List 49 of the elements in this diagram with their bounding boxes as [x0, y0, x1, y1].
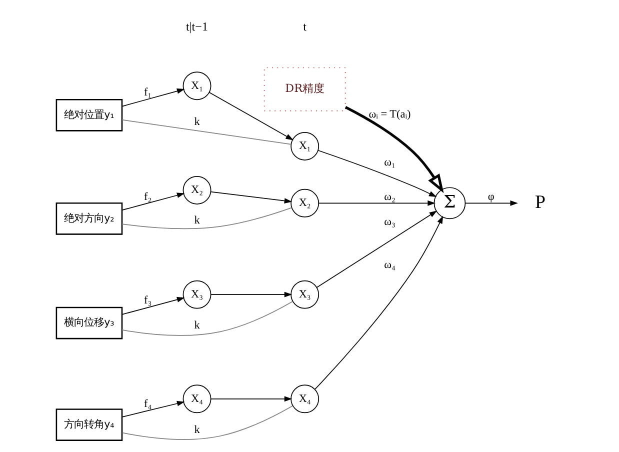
node-circle: X₂ — [182, 176, 211, 204]
edge-label: f₃ — [144, 294, 152, 307]
node-text: P — [534, 192, 546, 213]
node-box: DR精度 — [263, 67, 346, 112]
edge-label: k — [194, 424, 200, 436]
arrow — [121, 400, 184, 418]
node-circle: Σ — [433, 187, 466, 220]
node-circle: X₃ — [182, 280, 211, 309]
arrow — [121, 297, 184, 315]
edge-label: φ — [487, 191, 494, 204]
arrow — [210, 292, 292, 298]
label: t — [302, 19, 306, 34]
arrow — [316, 210, 437, 288]
edge-label: ω₂ — [384, 191, 395, 204]
connector — [121, 301, 292, 336]
arrow — [314, 216, 443, 390]
edge-label: ωᵢ = T(aᵢ) — [368, 108, 410, 120]
node-circle: X₁ — [290, 132, 319, 160]
label: t|t−1 — [186, 19, 208, 34]
edge-label: k — [194, 214, 200, 226]
node-box: 绝对方向y₂ — [55, 202, 122, 235]
node-box: 方向转角y₄ — [55, 408, 122, 441]
node-circle: X₁ — [182, 72, 211, 100]
node-circle: X₄ — [182, 384, 211, 414]
edge-label: ω₃ — [384, 216, 395, 228]
node-circle: X₃ — [290, 280, 319, 309]
node-box: 横向位移y₃ — [55, 306, 122, 340]
connector — [121, 405, 292, 440]
edge-label: f₁ — [144, 86, 152, 99]
edge-label: ω₁ — [384, 156, 395, 169]
arrow — [210, 396, 292, 402]
arrow — [318, 200, 435, 206]
node-box: 绝对位置y₁ — [55, 99, 122, 132]
arrow — [317, 150, 436, 198]
arrow — [344, 106, 444, 194]
edge-label: k — [194, 116, 200, 128]
arrow — [121, 192, 184, 210]
arrow — [121, 88, 184, 107]
arrow — [208, 92, 293, 140]
connector — [121, 119, 292, 145]
node-circle: X₂ — [290, 188, 319, 218]
connector — [121, 207, 292, 230]
arrow — [464, 200, 518, 206]
edge-label: f₄ — [144, 398, 152, 410]
arrow — [210, 191, 292, 204]
node-circle: X₄ — [290, 384, 319, 414]
edge-label: ω₄ — [384, 259, 395, 272]
edge-label: k — [194, 320, 200, 332]
edge-label: f₂ — [144, 191, 152, 204]
